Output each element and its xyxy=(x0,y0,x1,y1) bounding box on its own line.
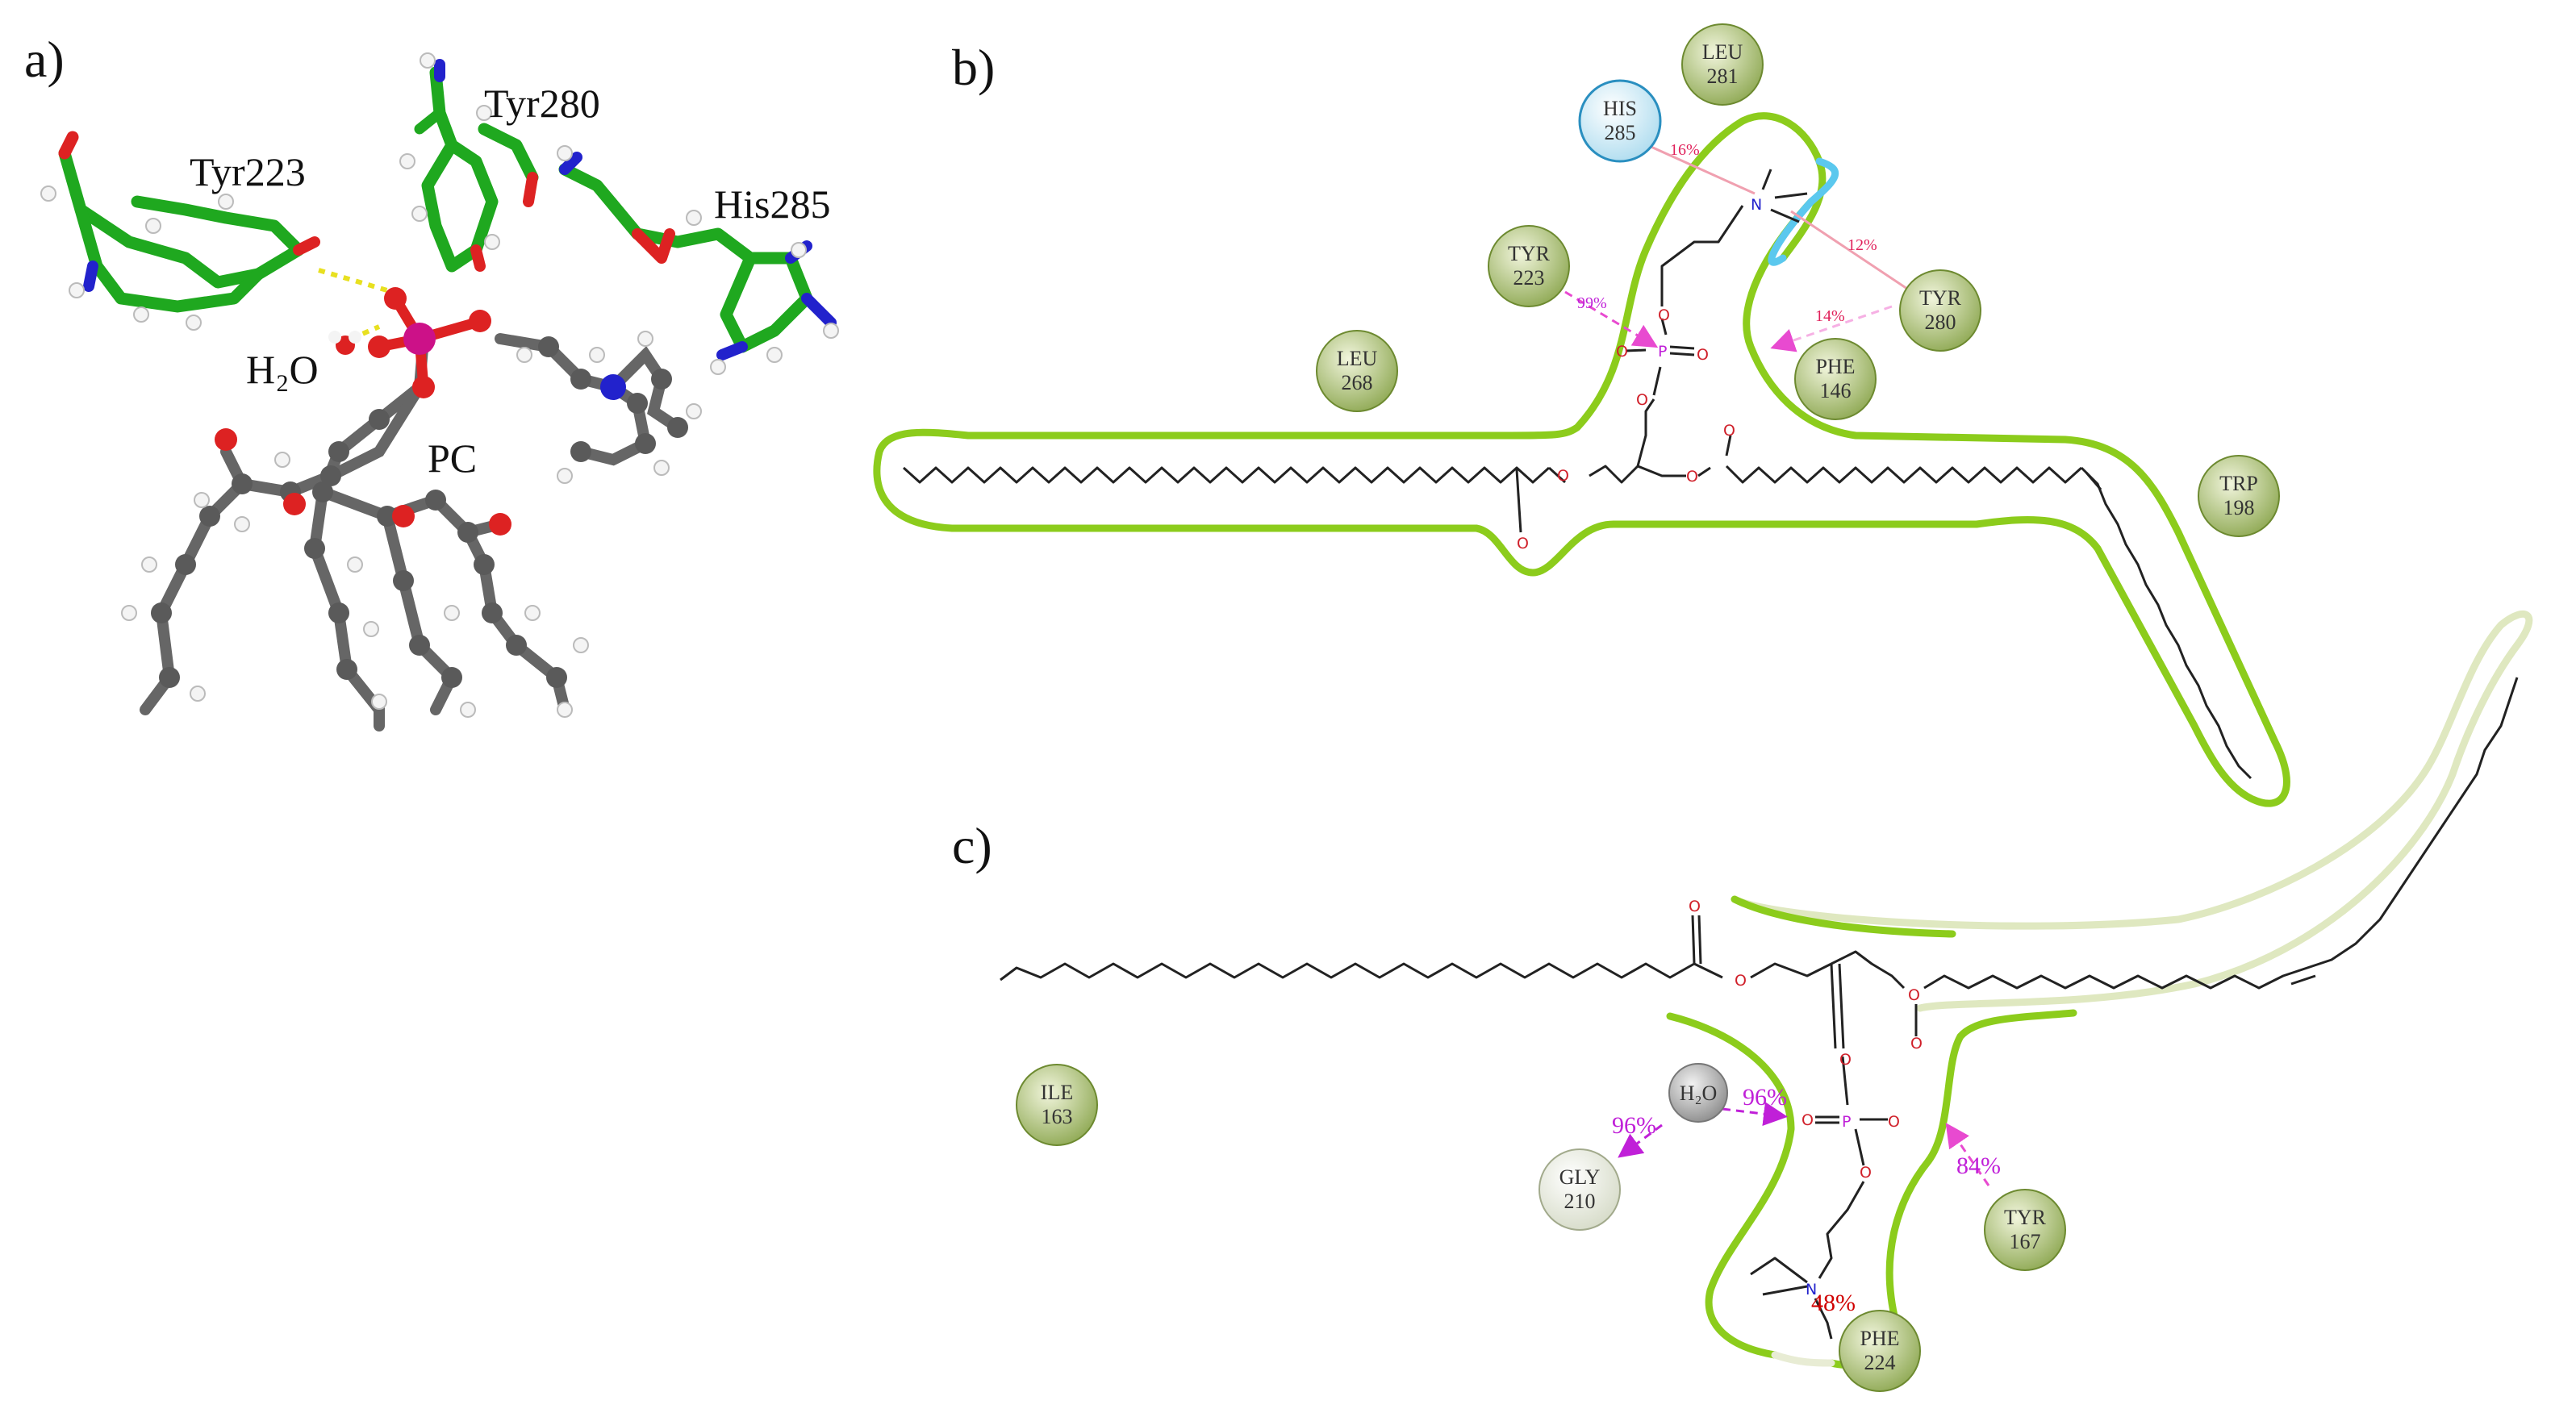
interaction-pct-tyr167: 84% xyxy=(1956,1152,2001,1179)
interaction-lines xyxy=(1564,135,1913,352)
svg-text:GLY: GLY xyxy=(1559,1165,1601,1189)
pc-atom-labels: O O O O O O P O O N xyxy=(1689,898,1923,1298)
svg-text:268: 268 xyxy=(1342,371,1373,394)
svg-text:O: O xyxy=(1517,535,1529,552)
interaction-pct-his285: 16% xyxy=(1670,141,1700,159)
hydrogen-atoms xyxy=(40,52,839,375)
hydrogen-bond-dashes xyxy=(318,268,388,341)
residue-bubble-ile163: ILE 163 xyxy=(1016,1064,1098,1146)
pocket-outline xyxy=(1666,610,2533,1369)
svg-text:H₂O: H₂O xyxy=(1680,1082,1718,1105)
svg-text:O: O xyxy=(1860,1164,1872,1182)
svg-text:198: 198 xyxy=(2223,496,2255,519)
svg-text:TYR: TYR xyxy=(1919,286,1962,310)
svg-text:TYR: TYR xyxy=(2004,1206,2047,1229)
residue-bubble-gly210: GLY 210 xyxy=(1539,1148,1621,1231)
pc-atom-labels: O O O O O P O O O N xyxy=(1517,196,1762,552)
residue-bubble-tyr167: TYR 167 xyxy=(1984,1189,2066,1271)
residue-label-tyr280: Tyr280 xyxy=(484,81,600,126)
svg-text:HIS: HIS xyxy=(1603,97,1637,120)
panel-a-label: a) xyxy=(24,31,65,88)
svg-text:PHE: PHE xyxy=(1815,355,1855,378)
svg-text:O: O xyxy=(1839,1051,1852,1069)
pc-ligand-ball-and-stick xyxy=(121,287,702,732)
svg-text:N: N xyxy=(1806,1281,1817,1298)
svg-text:O: O xyxy=(1697,346,1709,364)
svg-text:O: O xyxy=(1888,1113,1900,1131)
interaction-pct-water-p: 96% xyxy=(1743,1084,1787,1111)
panel-c-label: c) xyxy=(952,817,992,874)
svg-text:O: O xyxy=(1616,343,1628,361)
svg-text:LEU: LEU xyxy=(1337,347,1378,370)
svg-text:O: O xyxy=(1686,468,1698,486)
residue-bubble-phe224: PHE 224 xyxy=(1839,1310,1921,1392)
svg-text:TYR: TYR xyxy=(1508,242,1551,265)
svg-text:281: 281 xyxy=(1707,65,1739,88)
residue-bubble-tyr223: TYR 223 xyxy=(1488,225,1570,307)
residue-bubble-leu268: LEU 268 xyxy=(1316,330,1398,412)
panel-c-interaction-diagram: O O O O O O P O O N ILE 163 H₂O GLY 210 xyxy=(1000,610,2533,1392)
panel-b-label: b) xyxy=(952,39,995,96)
polar-pocket-outline xyxy=(1768,157,1839,266)
svg-text:280: 280 xyxy=(1925,311,1956,334)
interaction-pct-tyr280-n: 12% xyxy=(1847,236,1877,254)
svg-text:223: 223 xyxy=(1513,266,1545,290)
svg-text:O: O xyxy=(1658,306,1670,324)
svg-text:210: 210 xyxy=(1564,1190,1596,1213)
svg-text:LEU: LEU xyxy=(1702,40,1743,64)
svg-text:O: O xyxy=(1910,1035,1923,1052)
residue-bubble-his285: HIS 285 xyxy=(1578,79,1662,163)
residue-label-tyr223: Tyr223 xyxy=(190,149,306,194)
interaction-pct-phe224: 48% xyxy=(1811,1290,1856,1316)
residue-bubble-tyr280: TYR 280 xyxy=(1899,269,1981,352)
svg-text:163: 163 xyxy=(1042,1105,1073,1128)
svg-text:PHE: PHE xyxy=(1860,1327,1899,1350)
panel-b-interaction-diagram: O O O O O P O O O N LEU 281 HIS 285 TYR … xyxy=(873,23,2290,807)
ligand-label-pc: PC xyxy=(428,436,477,481)
svg-text:O: O xyxy=(1689,898,1701,915)
svg-text:P: P xyxy=(1842,1113,1851,1131)
svg-text:O: O xyxy=(1735,972,1747,990)
green-residue-sticks xyxy=(58,59,837,361)
svg-text:285: 285 xyxy=(1605,121,1636,144)
svg-text:146: 146 xyxy=(1820,379,1852,402)
svg-text:224: 224 xyxy=(1864,1351,1896,1374)
svg-text:O: O xyxy=(1802,1111,1814,1129)
svg-text:167: 167 xyxy=(2010,1230,2041,1253)
pc-molecule-skeleton xyxy=(902,169,2252,780)
svg-text:ILE: ILE xyxy=(1041,1081,1073,1104)
svg-text:P: P xyxy=(1658,343,1667,361)
pocket-outline xyxy=(873,112,2290,807)
interaction-pct-tyr280-o: 14% xyxy=(1815,307,1845,325)
residue-bubble-phe146: PHE 146 xyxy=(1794,338,1877,420)
svg-text:O: O xyxy=(1908,986,1920,1004)
interaction-pct-water-gly210: 96% xyxy=(1612,1112,1656,1139)
svg-text:O: O xyxy=(1636,391,1648,409)
water-bubble: H₂O xyxy=(1668,1063,1728,1123)
panel-a-3d-structure: Tyr223 Tyr280 His285 H₂O PC xyxy=(40,52,839,732)
pc-molecule-skeleton xyxy=(1000,677,2519,1340)
interaction-pct-tyr223: 99% xyxy=(1577,294,1607,312)
residue-bubble-trp198: TRP 198 xyxy=(2198,455,2280,537)
water-label: H₂O xyxy=(246,347,319,392)
interaction-lines xyxy=(1618,1102,1990,1186)
svg-text:O: O xyxy=(1723,422,1735,440)
svg-text:TRP: TRP xyxy=(2219,472,2258,495)
svg-text:N: N xyxy=(1751,196,1762,214)
svg-text:O: O xyxy=(1557,467,1569,485)
residue-bubble-leu281: LEU 281 xyxy=(1681,23,1764,106)
residue-label-his285: His285 xyxy=(714,181,830,227)
